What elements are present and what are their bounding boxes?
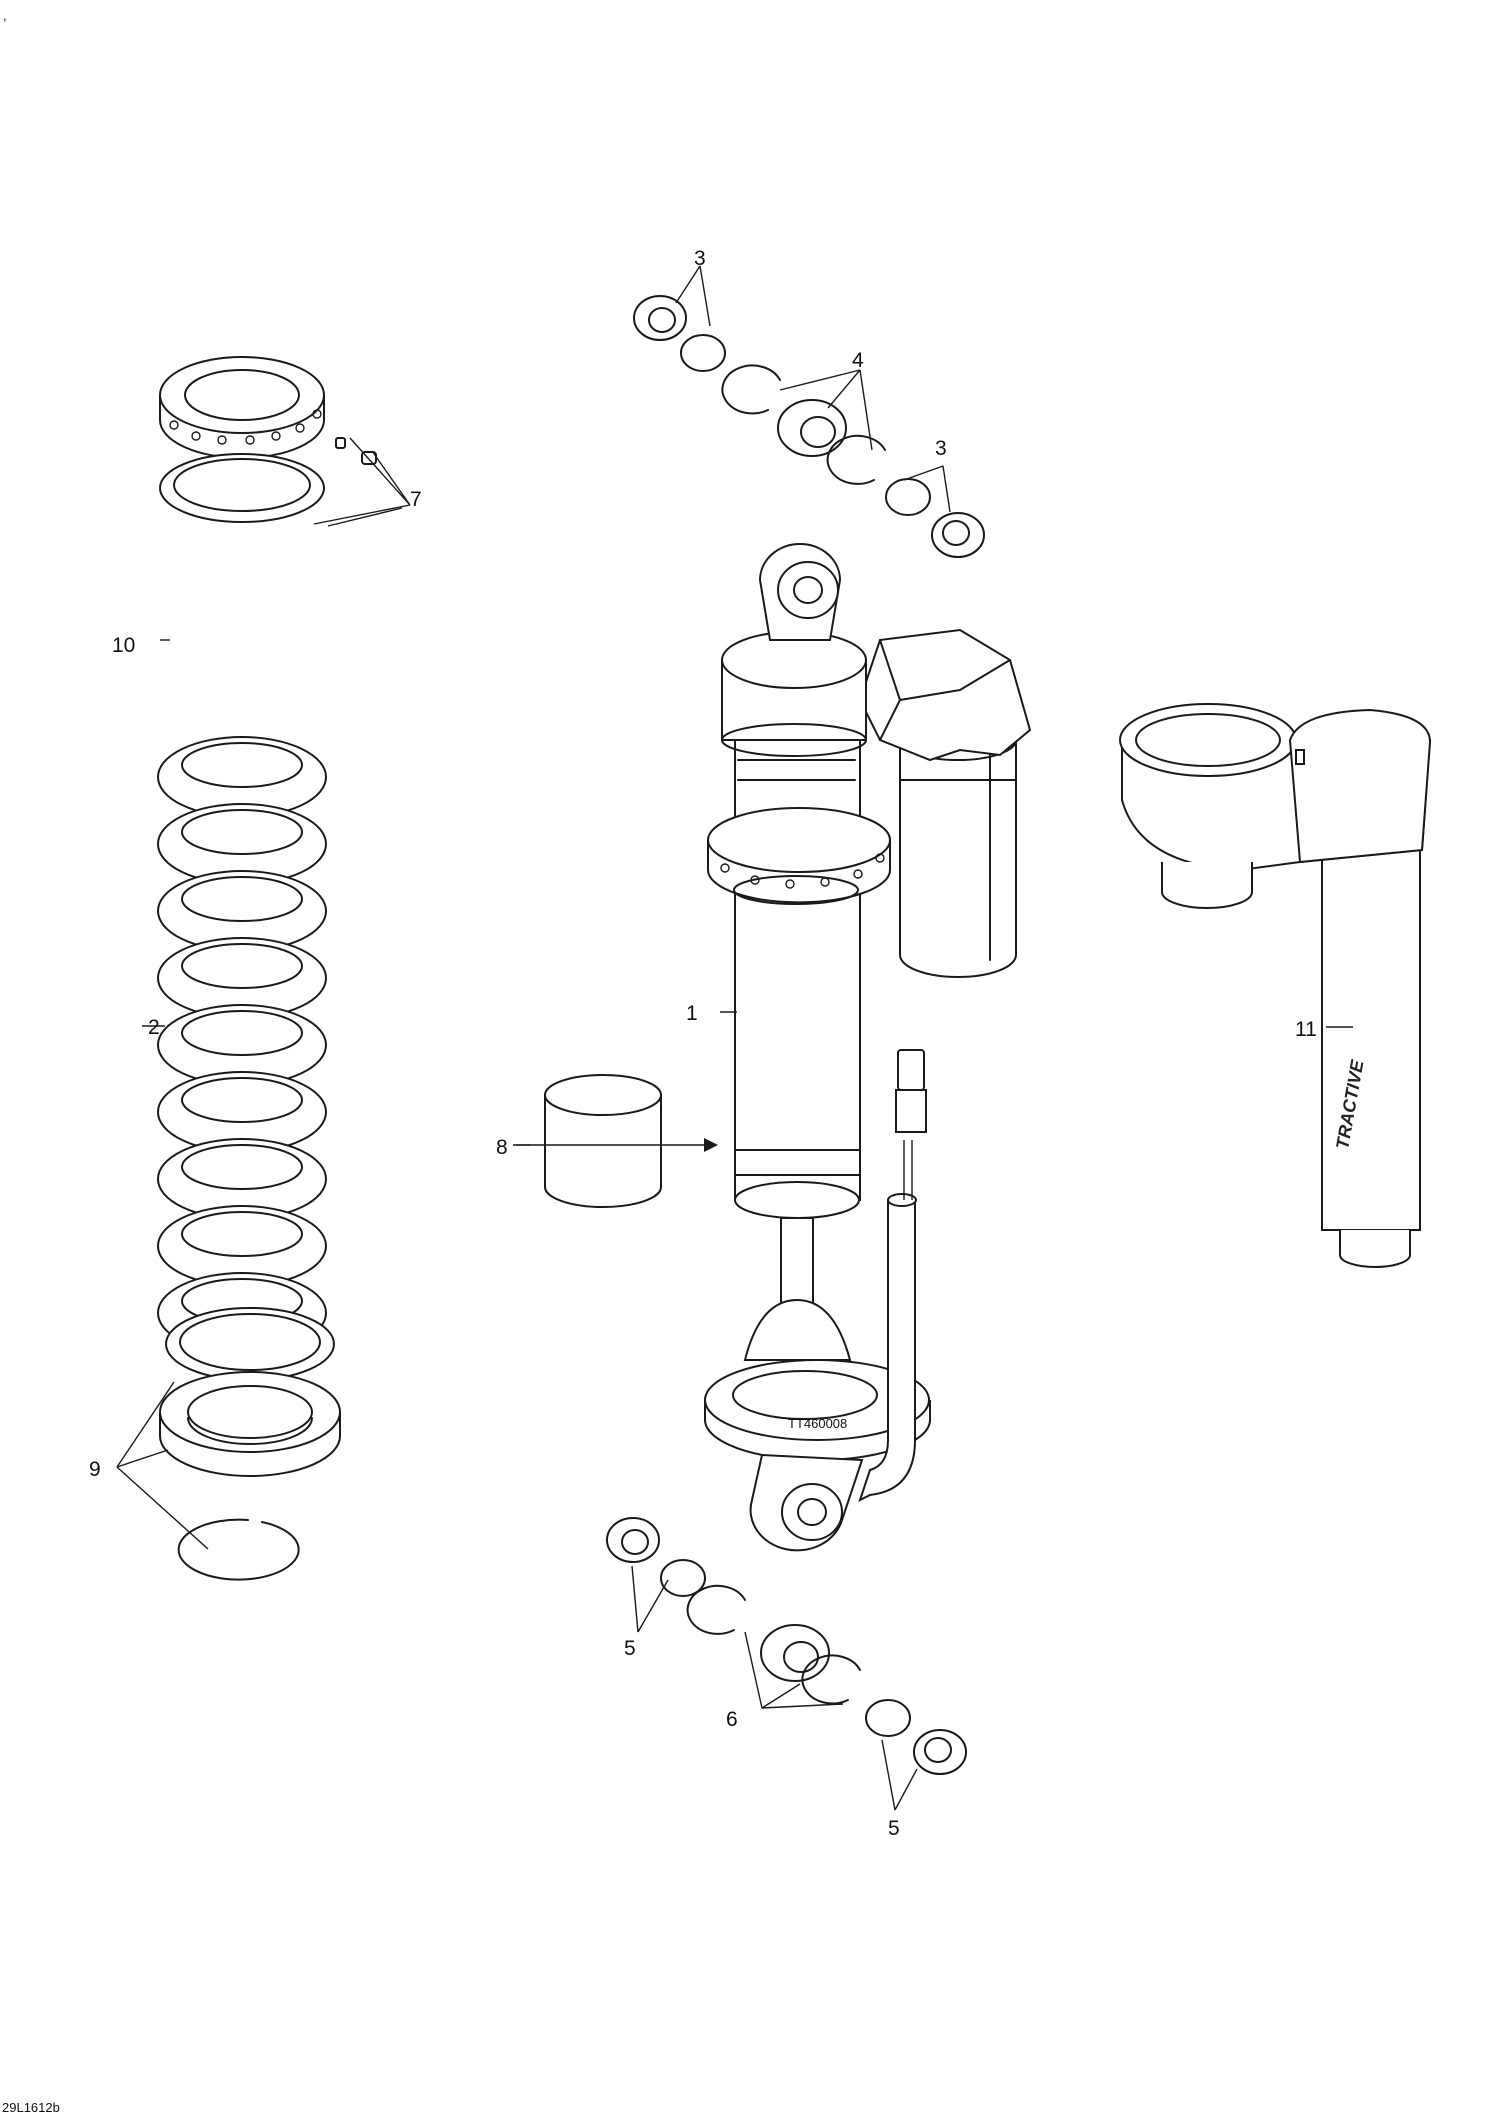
spring-coil-inner [181, 1144, 303, 1190]
upper-bushing-left [633, 295, 687, 341]
callout-11: 11 [1295, 1018, 1317, 1041]
part-8-arrowhead [704, 1138, 718, 1152]
callout-4: 4 [852, 349, 864, 372]
part-9-seat-washer [165, 1307, 335, 1381]
spring-coil-inner [181, 1211, 303, 1257]
callout-1: 1 [686, 1002, 698, 1025]
callout-9: 9 [89, 1458, 101, 1481]
upper-spherical-bearing [777, 399, 847, 457]
callout-5-left: 5 [624, 1637, 636, 1660]
callout-3-right: 3 [935, 437, 947, 460]
callout-10: 10 [112, 634, 135, 657]
lower-washer-right [865, 1699, 911, 1737]
callout-8: 8 [496, 1136, 508, 1159]
spring-coil-inner [181, 742, 303, 788]
lower-spherical-bearing [760, 1624, 830, 1682]
part-1-shock-absorber: TT460008 [704, 543, 1032, 1552]
callout-3-upper: 3 [694, 247, 706, 270]
spring-coil-inner [181, 943, 303, 989]
lower-bushing-right [913, 1729, 967, 1775]
callout-5-right: 5 [888, 1817, 900, 1840]
spring-coil-inner [181, 1010, 303, 1056]
lower-washer-left [660, 1559, 706, 1597]
part-11-shock-body: TRACTIVE [1119, 703, 1432, 1268]
callout-2: 2 [148, 1016, 160, 1039]
lower-snap-ring-left [686, 1584, 746, 1635]
rod-end-stamp: TT460008 [788, 1416, 847, 1431]
lower-bushing-left [606, 1517, 660, 1563]
upper-bushing-right [931, 512, 985, 558]
upper-snap-ring-left [721, 364, 781, 415]
callout-labels: 3 4 3 7 10 2 1 11 8 9 5 6 5 [89, 247, 1317, 1840]
part-9-retaining-ring [177, 1518, 300, 1581]
corner-mark: , [3, 8, 7, 23]
part-9-spring-seat [159, 1371, 341, 1477]
callout-6: 6 [726, 1708, 738, 1731]
part-8-bump-stop [544, 1074, 662, 1208]
upper-snap-ring-right [826, 434, 886, 485]
leader-lines [116, 265, 1353, 1811]
spring-coil-inner [181, 876, 303, 922]
upper-washer-right [885, 478, 931, 516]
spring-coil-inner [181, 809, 303, 855]
part-2-coil-spring [157, 736, 327, 1354]
callout-7: 7 [410, 488, 422, 511]
upper-washer-left [680, 334, 726, 372]
spring-coil-inner [181, 1077, 303, 1123]
lower-snap-ring-right [801, 1654, 861, 1705]
part-10-washer [159, 453, 325, 523]
drawing-id: 29L1612b [2, 2100, 60, 2115]
part-7-adjuster-ring [159, 356, 325, 459]
